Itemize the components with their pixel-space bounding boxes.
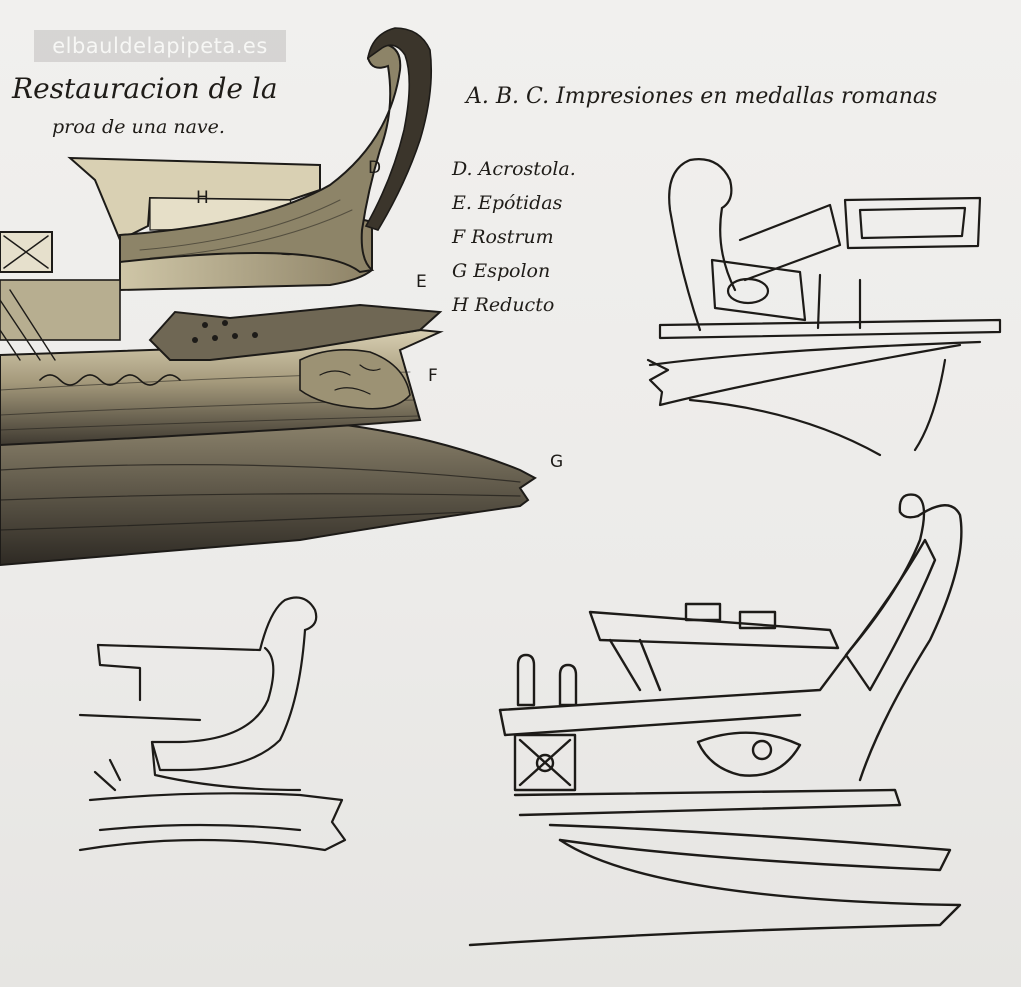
legend-item-d: D. Acrostola.: [452, 158, 576, 180]
legend-item-f: F Rostrum: [452, 226, 554, 248]
legend-item-h: H Reducto: [452, 294, 555, 316]
mark-e: E: [416, 272, 427, 292]
mark-f: F: [428, 366, 438, 386]
mark-g: G: [550, 452, 564, 472]
legend-item-g: G Espolon: [452, 260, 551, 282]
medals-heading: A. B. C. Impresiones en medallas romanas: [466, 84, 938, 109]
legend-item-e: E. Epótidas: [452, 192, 563, 214]
mark-h: H: [196, 188, 209, 208]
parts-legend: D. Acrostola. E. Epótidas F Rostrum G Es…: [452, 152, 576, 322]
mark-d: D: [368, 158, 382, 178]
watermark: elbauldelapipeta.es: [34, 30, 286, 62]
title-line-2: proa de una nave.: [52, 116, 225, 138]
title-line-1: Restauracion de la: [12, 72, 278, 105]
